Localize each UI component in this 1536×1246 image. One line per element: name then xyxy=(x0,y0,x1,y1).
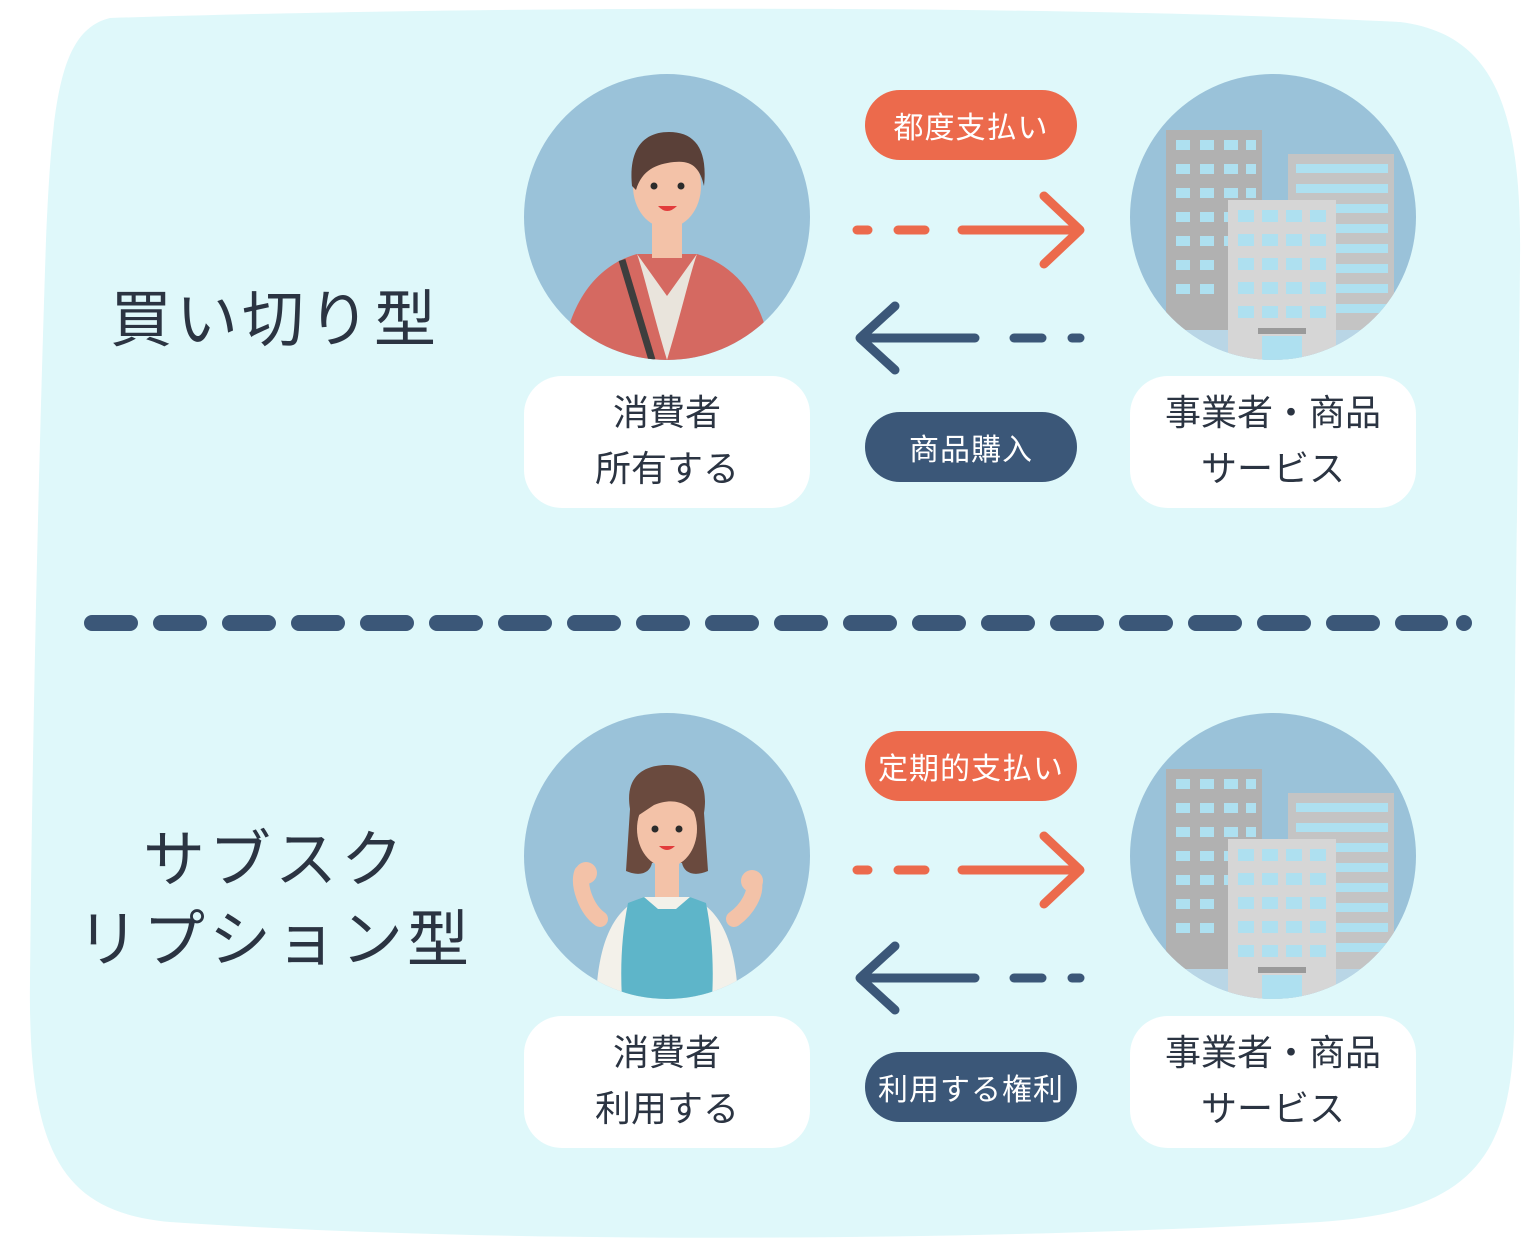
woman-in-apron-icon xyxy=(573,765,763,999)
title-line: リプション型 xyxy=(76,903,473,976)
consumer-label-line: 消費者 xyxy=(612,1033,721,1074)
title-line: サブスク xyxy=(142,823,407,896)
section-title-subscription: サブスク リプション型 xyxy=(40,820,510,980)
consumer-circle-buyout xyxy=(524,74,810,360)
consumer-label-card-subscription: 消費者 利用する xyxy=(524,1016,810,1148)
business-label-line: サービス xyxy=(1200,449,1345,490)
payment-pill-buyout: 都度支払い xyxy=(865,90,1077,160)
section-divider-end-dot xyxy=(1456,615,1472,631)
title-line: 買い切り型 xyxy=(109,283,440,356)
business-label-card-buyout: 事業者・商品 サービス xyxy=(1130,376,1416,508)
consumer-circle-subscription xyxy=(524,713,810,999)
business-label-card-subscription: 事業者・商品 サービス xyxy=(1130,1016,1416,1148)
value-pill-subscription: 利用する権利 xyxy=(865,1052,1077,1122)
payment-pill-subscription: 定期的支払い xyxy=(865,731,1077,801)
business-circle-buyout xyxy=(1130,74,1416,360)
consumer-label-line: 消費者 xyxy=(612,393,721,434)
section-title-buyout: 買い切り型 xyxy=(70,280,480,360)
office-buildings-icon xyxy=(1130,769,1416,999)
consumer-label-card-buyout: 消費者 所有する xyxy=(524,376,810,508)
business-label-line: 事業者・商品 xyxy=(1164,1033,1381,1074)
business-circle-subscription xyxy=(1130,713,1416,999)
value-pill-buyout: 商品購入 xyxy=(865,412,1077,482)
business-label-line: 事業者・商品 xyxy=(1164,393,1381,434)
consumer-label-line: 所有する xyxy=(594,449,739,490)
business-label-line: サービス xyxy=(1200,1089,1345,1130)
office-buildings-icon xyxy=(1130,130,1416,360)
consumer-label-line: 利用する xyxy=(594,1089,739,1130)
man-with-shoulder-bag-icon xyxy=(562,132,772,360)
